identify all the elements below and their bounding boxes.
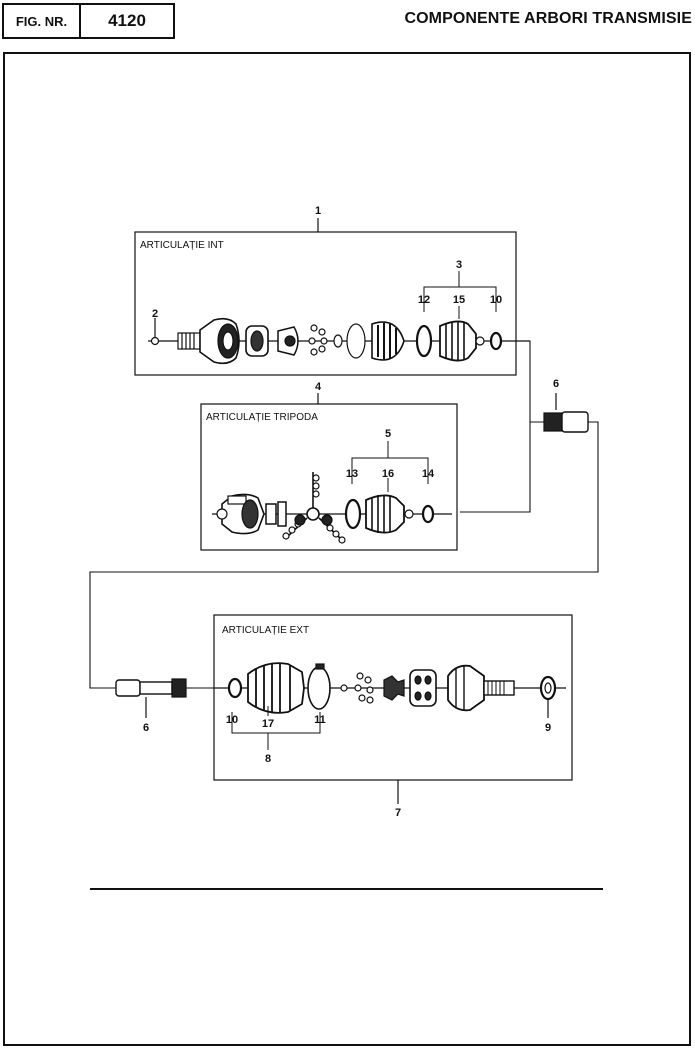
inner-joint-title: ARTICULAȚIE INT	[140, 240, 224, 251]
part-14-clamp	[421, 504, 435, 524]
callout-12: 12	[418, 294, 430, 306]
callout-11: 11	[314, 714, 326, 726]
outer-bell-housing	[447, 664, 485, 712]
callout-6-upper: 6	[553, 378, 559, 390]
inner-large-ring	[346, 323, 366, 359]
inner-joint-box	[134, 231, 517, 376]
connector-shaft-loop	[89, 421, 599, 689]
callout-1: 1	[315, 205, 321, 217]
outer-cage	[409, 669, 437, 707]
callout-8: 8	[265, 753, 271, 765]
part-6-shaft-upper	[543, 411, 589, 433]
inner-shaft-stub	[177, 332, 201, 350]
part-6-shaft-lower	[115, 678, 187, 698]
callout-17: 17	[262, 718, 274, 730]
page-title: COMPONENTE ARBORI TRANSMISIE	[404, 10, 692, 27]
callout-2: 2	[152, 308, 158, 320]
tripod-joint-box	[200, 403, 458, 551]
callout-6-lower: 6	[143, 722, 149, 734]
callout-3: 3	[456, 259, 462, 271]
callout-10-inner: 10	[490, 294, 502, 306]
callout-5: 5	[385, 428, 391, 440]
connector-inner-to-shaft	[516, 340, 544, 423]
callout-15: 15	[453, 294, 465, 306]
outer-joint-box	[213, 614, 573, 781]
callout-9: 9	[545, 722, 551, 734]
callout-16: 16	[382, 468, 394, 480]
callout-7: 7	[395, 807, 401, 819]
callout-10-outer: 10	[226, 714, 238, 726]
part-12-clamp	[415, 324, 433, 358]
part-10-clamp-inner	[489, 331, 503, 351]
part-10-clamp-outer	[227, 677, 243, 699]
fig-number-value: 4120	[79, 3, 175, 39]
inner-balls	[308, 324, 328, 356]
part-13-clamp	[344, 498, 362, 530]
outer-inner-star	[383, 675, 405, 701]
callout-13: 13	[346, 468, 358, 480]
connector-tripod-to-shaft	[460, 422, 531, 513]
drawing-frame	[3, 52, 691, 1046]
tripod-joint-title: ARTICULAȚIE TRIPODA	[206, 412, 318, 423]
callout-14: 14	[422, 468, 435, 480]
tripod-spider	[282, 472, 346, 544]
outer-joint-title: ARTICULAȚIE EXT	[222, 625, 309, 636]
part-2-ring	[150, 336, 160, 346]
outer-balls	[354, 672, 374, 704]
part-11-clamp	[307, 666, 331, 710]
inner-tulip	[371, 321, 405, 361]
callout-4: 4	[315, 381, 322, 393]
